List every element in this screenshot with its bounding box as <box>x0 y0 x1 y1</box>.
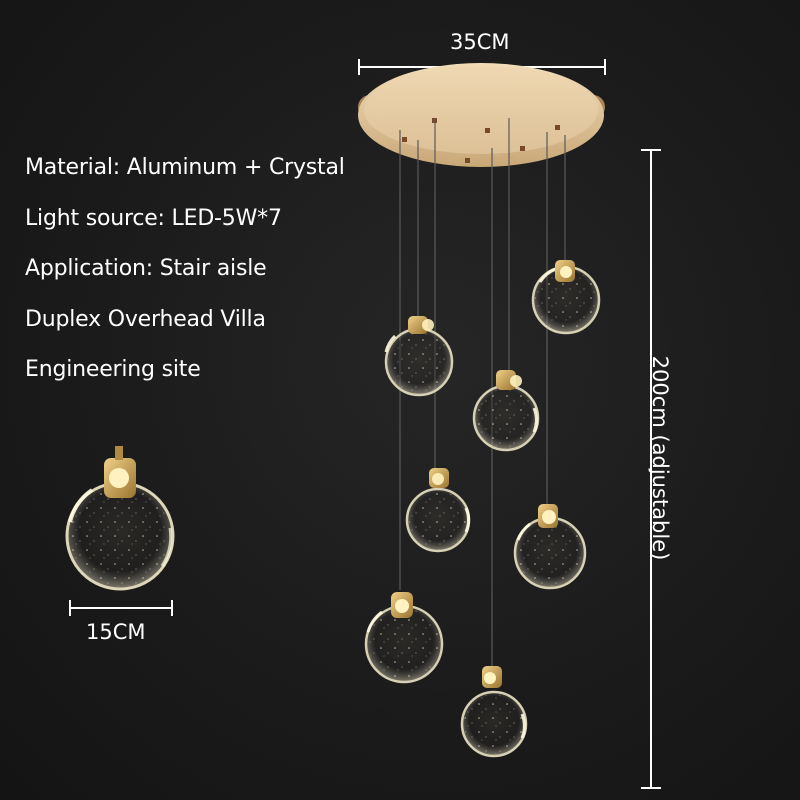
pendant-2 <box>531 260 601 335</box>
spec-application: Application: Stair aisle <box>25 256 267 281</box>
spec-light-source: Light source: LED-5W*7 <box>25 205 282 231</box>
pendant-dimension-line <box>69 600 173 616</box>
spec-duplex: Duplex Overhead Villa <box>25 306 266 332</box>
canopy-width-label: 35CM <box>450 30 510 54</box>
pendant-diameter-label: 15CM <box>86 620 146 644</box>
pendant-6 <box>364 592 444 684</box>
spec-material: Material: Aluminum + Crystal <box>25 155 345 180</box>
single-pendant-detail <box>65 446 175 591</box>
pendant-5 <box>513 504 587 590</box>
spec-engineering: Engineering site <box>25 357 201 382</box>
pendant-1 <box>384 316 454 397</box>
pendant-4 <box>405 468 471 553</box>
height-label: 200cm (adjustable) <box>648 355 672 561</box>
spec-list: Material: Aluminum + Crystal Light sourc… <box>25 150 345 403</box>
pendant-3 <box>472 370 540 452</box>
pendant-7 <box>460 666 528 758</box>
height-dimension-line <box>641 149 661 789</box>
ceiling-canopy <box>358 63 605 167</box>
